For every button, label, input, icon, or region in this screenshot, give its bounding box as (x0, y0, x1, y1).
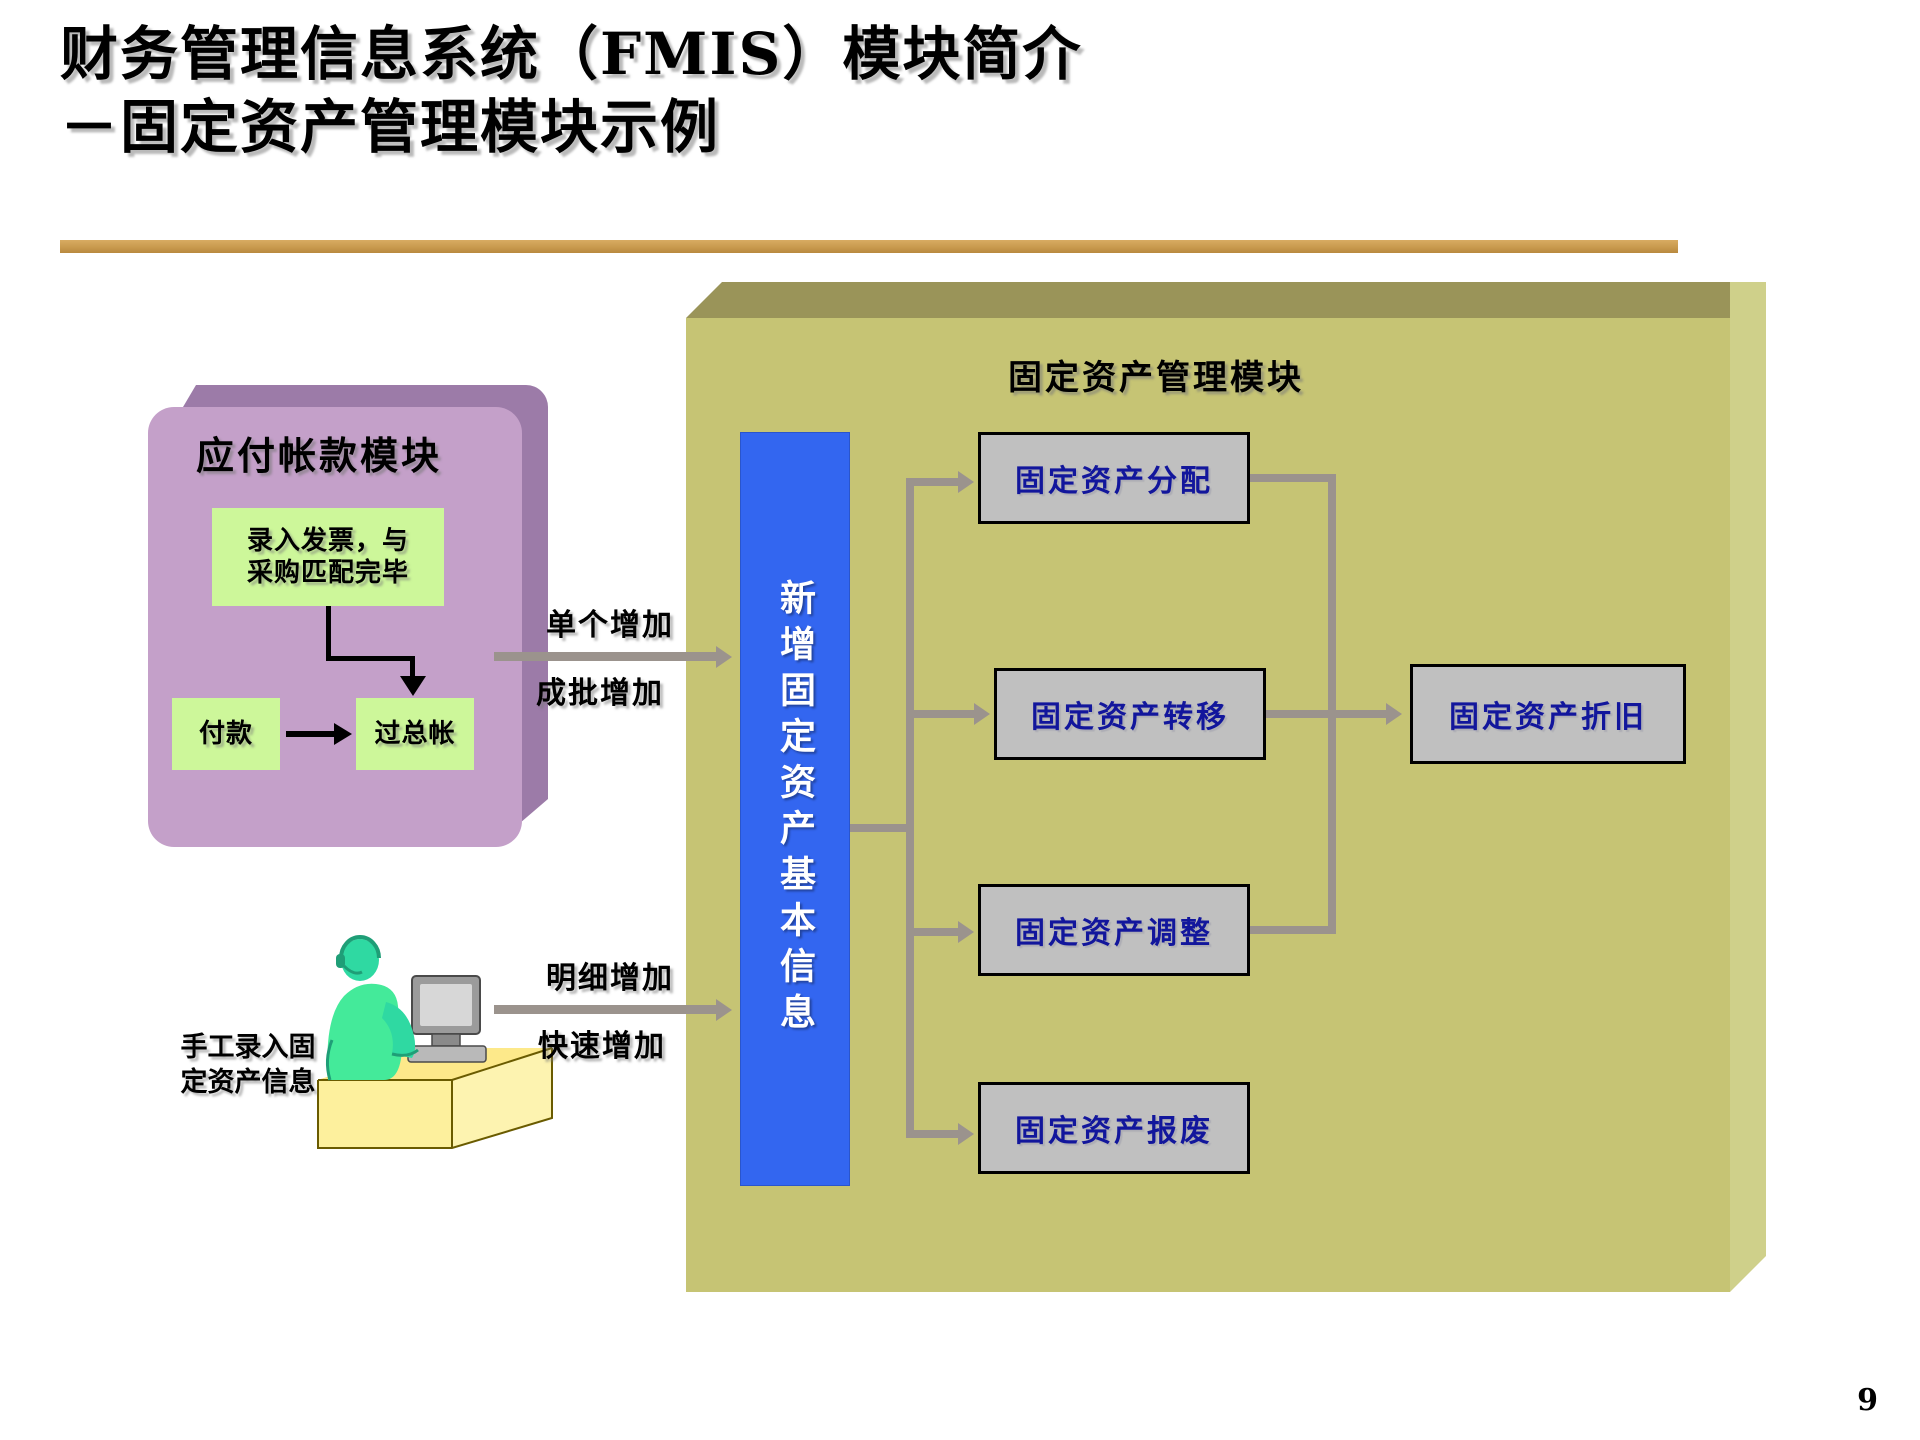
ap-box-payment[interactable]: 付款 (172, 698, 280, 770)
fan-branch-move-arrowhead (974, 703, 990, 725)
ap-module-right-bevel (520, 407, 548, 823)
manual-entry-caption-line1: 手工录入固 (180, 1032, 316, 1063)
process-box-asset-allocation[interactable]: 固定资产分配 (978, 432, 1250, 524)
title-line-2: －固定资产管理模块示例 (60, 92, 721, 161)
accounts-payable-module-panel (148, 385, 548, 847)
fan-branch-adjust-arrowhead (958, 921, 974, 943)
connector-invoice-vertical (326, 606, 331, 660)
connector-invoice-horizontal (326, 656, 413, 661)
process-box-asset-depreciation[interactable]: 固定资产折旧 (1410, 664, 1686, 764)
ap-module-face (148, 407, 522, 847)
flow-label-batch-add: 成批增加 (536, 676, 664, 711)
flow-label-single-add: 单个增加 (546, 608, 674, 643)
connector-payment-to-ledger (286, 731, 336, 737)
fan-branch-move (906, 710, 978, 718)
fan-branch-scrap-arrowhead (958, 1123, 974, 1145)
flow-label-detail-add: 明细增加 (546, 961, 674, 996)
process-box-asset-scrapping[interactable]: 固定资产报废 (978, 1082, 1250, 1174)
page-title: 财务管理信息系统（FMIS）模块简介 －固定资产管理模块示例 (60, 18, 1760, 253)
fa-module-top-bevel (686, 282, 1766, 318)
connector-invoice-arrowhead (400, 676, 426, 696)
connector-invoice-down (410, 656, 415, 678)
ap-box-invoice-entry[interactable]: 录入发票，与 采购匹配完毕 (212, 508, 444, 606)
manual-entry-caption: 手工录入固 定资产信息 (148, 1030, 348, 1100)
fan-trunk-vertical (906, 478, 914, 1138)
manual-entry-caption-line2: 定资产信息 (180, 1067, 316, 1099)
fan-branch-alloc-arrowhead (958, 471, 974, 493)
title-divider-rule (60, 240, 1678, 253)
ap-box-post-to-ledger[interactable]: 过总帐 (356, 698, 474, 770)
accounts-payable-module-heading: 应付帐款模块 (196, 433, 443, 478)
fan-branch-alloc (906, 478, 962, 486)
title-line-1: 财务管理信息系统（FMIS）模块简介 (60, 20, 1083, 88)
new-fixed-asset-basic-info-bar[interactable]: 新增固定资产基本信息 (740, 432, 850, 1186)
flow-arrow-manual-line (494, 1005, 720, 1014)
fixed-asset-module-heading: 固定资产管理模块 (1008, 358, 1304, 398)
process-box-asset-transfer[interactable]: 固定资产转移 (994, 668, 1266, 760)
rail-adjust-out (1250, 926, 1336, 934)
rail-move-out (1266, 710, 1390, 718)
new-fixed-asset-basic-info-label: 新增固定资产基本信息 (774, 579, 816, 1039)
flow-label-quick-add: 快速增加 (538, 1029, 666, 1064)
rail-depreciation-arrowhead (1386, 703, 1402, 725)
rail-vertical (1328, 474, 1336, 934)
connector-payment-arrowhead (334, 723, 352, 745)
flow-arrow-ap-line (494, 652, 720, 661)
page-number: 9 (1857, 1383, 1878, 1418)
fan-branch-scrap (906, 1130, 962, 1138)
rail-alloc-out (1250, 474, 1336, 482)
person-at-desk-icon (317, 935, 553, 1149)
fan-trunk-horizontal (850, 824, 914, 832)
flow-arrow-manual-arrowhead (716, 999, 732, 1021)
fan-branch-adjust (906, 928, 962, 936)
fa-module-right-bevel (1730, 282, 1766, 1292)
ap-box-invoice-line1: 录入发票，与 (246, 525, 409, 556)
process-box-asset-adjustment[interactable]: 固定资产调整 (978, 884, 1250, 976)
ap-box-invoice-line2: 采购匹配完毕 (246, 558, 409, 588)
flow-arrow-ap-arrowhead (716, 646, 732, 668)
